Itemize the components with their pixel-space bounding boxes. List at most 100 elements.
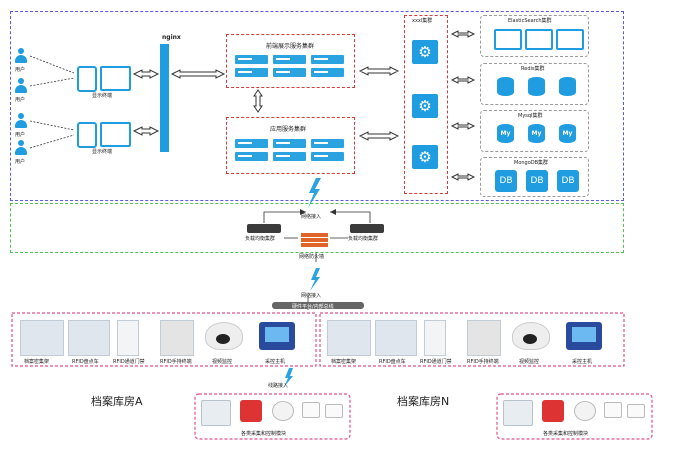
rfid-handheld-image bbox=[160, 320, 194, 356]
firewall-icon bbox=[301, 232, 328, 247]
mysql-icon: My bbox=[497, 124, 514, 143]
server-icon bbox=[235, 152, 268, 161]
es-cluster-label: ElasticSearch集群 bbox=[508, 18, 552, 24]
xxxl-cluster-box bbox=[404, 15, 448, 194]
mysql-icon: My bbox=[559, 124, 576, 143]
camera-lens bbox=[523, 334, 537, 344]
server-icon bbox=[235, 55, 268, 64]
search-monitor-icon bbox=[494, 29, 522, 50]
mysql-icon: My bbox=[528, 124, 545, 143]
tablet-icon bbox=[77, 122, 97, 148]
humidity-sensor-icon bbox=[302, 402, 320, 418]
gear-icon: ⚙ bbox=[412, 94, 438, 118]
control-module-label: 各类采集和控制模块 bbox=[241, 431, 287, 437]
control-host-screen bbox=[572, 327, 596, 342]
device-label: RFID手持终端 bbox=[160, 359, 192, 365]
device-label: 档案密集架 bbox=[331, 359, 357, 365]
cache-cylinder-icon bbox=[497, 77, 514, 96]
cache-cylinder-icon bbox=[559, 77, 576, 96]
device-label: RFID通道门禁 bbox=[420, 359, 452, 365]
xxxl-cluster-label: xxxl集群 bbox=[412, 18, 433, 24]
user-icon bbox=[15, 113, 27, 129]
user-label: 用户 bbox=[15, 67, 26, 73]
server-icon bbox=[311, 139, 344, 148]
redis-cluster-label: Redis集群 bbox=[521, 66, 545, 72]
humidity-sensor-icon bbox=[604, 402, 622, 418]
user-icon bbox=[15, 140, 27, 156]
sensor-box-icon bbox=[201, 400, 231, 426]
redis-cluster-box bbox=[480, 63, 589, 105]
network-region-box bbox=[10, 203, 624, 253]
gear-icon: ⚙ bbox=[412, 40, 438, 64]
alarm-icon bbox=[240, 400, 262, 422]
archive-shelf-image bbox=[327, 320, 371, 356]
network-access-label: 网络接入 bbox=[301, 293, 322, 299]
alarm-icon bbox=[542, 400, 564, 422]
db-icon: DB bbox=[495, 170, 517, 192]
server-icon bbox=[311, 55, 344, 64]
app-cluster-label: 应用服务集群 bbox=[270, 126, 307, 133]
rfid-gate-image bbox=[117, 320, 139, 356]
monitor-icon bbox=[100, 66, 131, 91]
nginx-bar bbox=[160, 44, 169, 152]
user-icon bbox=[15, 78, 27, 94]
device-label: 采控主机 bbox=[265, 359, 286, 365]
room-a-label: 档案库房A bbox=[91, 395, 143, 408]
temp-sensor-icon bbox=[325, 404, 343, 418]
control-host-screen bbox=[265, 327, 289, 342]
device-label: RFID手持终端 bbox=[467, 359, 499, 365]
server-icon bbox=[273, 139, 306, 148]
server-icon bbox=[235, 139, 268, 148]
search-monitor-icon bbox=[525, 29, 553, 50]
rfid-cart-image bbox=[68, 320, 110, 356]
terminal-label: 显示终端 bbox=[92, 93, 113, 99]
db-icon: DB bbox=[557, 170, 579, 192]
tablet-icon bbox=[77, 66, 97, 92]
server-icon bbox=[273, 68, 306, 77]
mongodb-cluster-label: MongoDB集群 bbox=[514, 160, 549, 166]
nginx-label: nginx bbox=[162, 34, 181, 41]
hardware-bus-label: 硬件平台/内部总线 bbox=[292, 304, 334, 310]
device-label: RFID盘点车 bbox=[379, 359, 406, 365]
archive-shelf-image bbox=[20, 320, 64, 356]
search-monitor-icon bbox=[556, 29, 584, 50]
cache-cylinder-icon bbox=[528, 77, 545, 96]
control-module-label: 各类采集和控制模块 bbox=[543, 431, 589, 437]
firewall-label: 网络防火墙 bbox=[299, 254, 325, 260]
rfid-cart-image bbox=[375, 320, 417, 356]
network-access-label: 网络接入 bbox=[301, 214, 322, 220]
device-label: 档案密集架 bbox=[24, 359, 50, 365]
server-icon bbox=[235, 68, 268, 77]
mysql-cluster-box bbox=[480, 110, 589, 152]
es-cluster-box bbox=[480, 15, 589, 57]
user-label: 用户 bbox=[15, 159, 26, 165]
mysql-cluster-label: Mysql集群 bbox=[518, 113, 543, 119]
gear-icon: ⚙ bbox=[412, 145, 438, 169]
app-cluster-box bbox=[226, 117, 355, 174]
device-label: RFID盘点车 bbox=[72, 359, 99, 365]
user-label: 用户 bbox=[15, 97, 26, 103]
rfid-gate-image bbox=[424, 320, 446, 356]
rfid-handheld-image bbox=[467, 320, 501, 356]
device-label: 视频监控 bbox=[519, 359, 540, 365]
smoke-detector-icon bbox=[272, 401, 294, 421]
temp-sensor-icon bbox=[627, 404, 645, 418]
monitor-icon bbox=[100, 122, 131, 147]
smoke-detector-icon bbox=[574, 401, 596, 421]
server-icon bbox=[311, 68, 344, 77]
server-icon bbox=[273, 55, 306, 64]
device-label: 采控主机 bbox=[572, 359, 593, 365]
room-n-label: 档案库房N bbox=[397, 395, 450, 408]
sensor-box-icon bbox=[503, 400, 533, 426]
frontend-cluster-box bbox=[226, 34, 355, 88]
device-label: 视频监控 bbox=[212, 359, 233, 365]
user-icon bbox=[15, 48, 27, 64]
mongodb-cluster-box bbox=[480, 157, 589, 197]
server-icon bbox=[311, 152, 344, 161]
frontend-cluster-label: 前端展示服务集群 bbox=[266, 43, 315, 50]
device-label: RFID通道门禁 bbox=[113, 359, 145, 365]
terminal-label: 显示终端 bbox=[92, 149, 113, 155]
camera-lens bbox=[216, 334, 230, 344]
wireless-access-label: 线路接入 bbox=[268, 383, 289, 389]
